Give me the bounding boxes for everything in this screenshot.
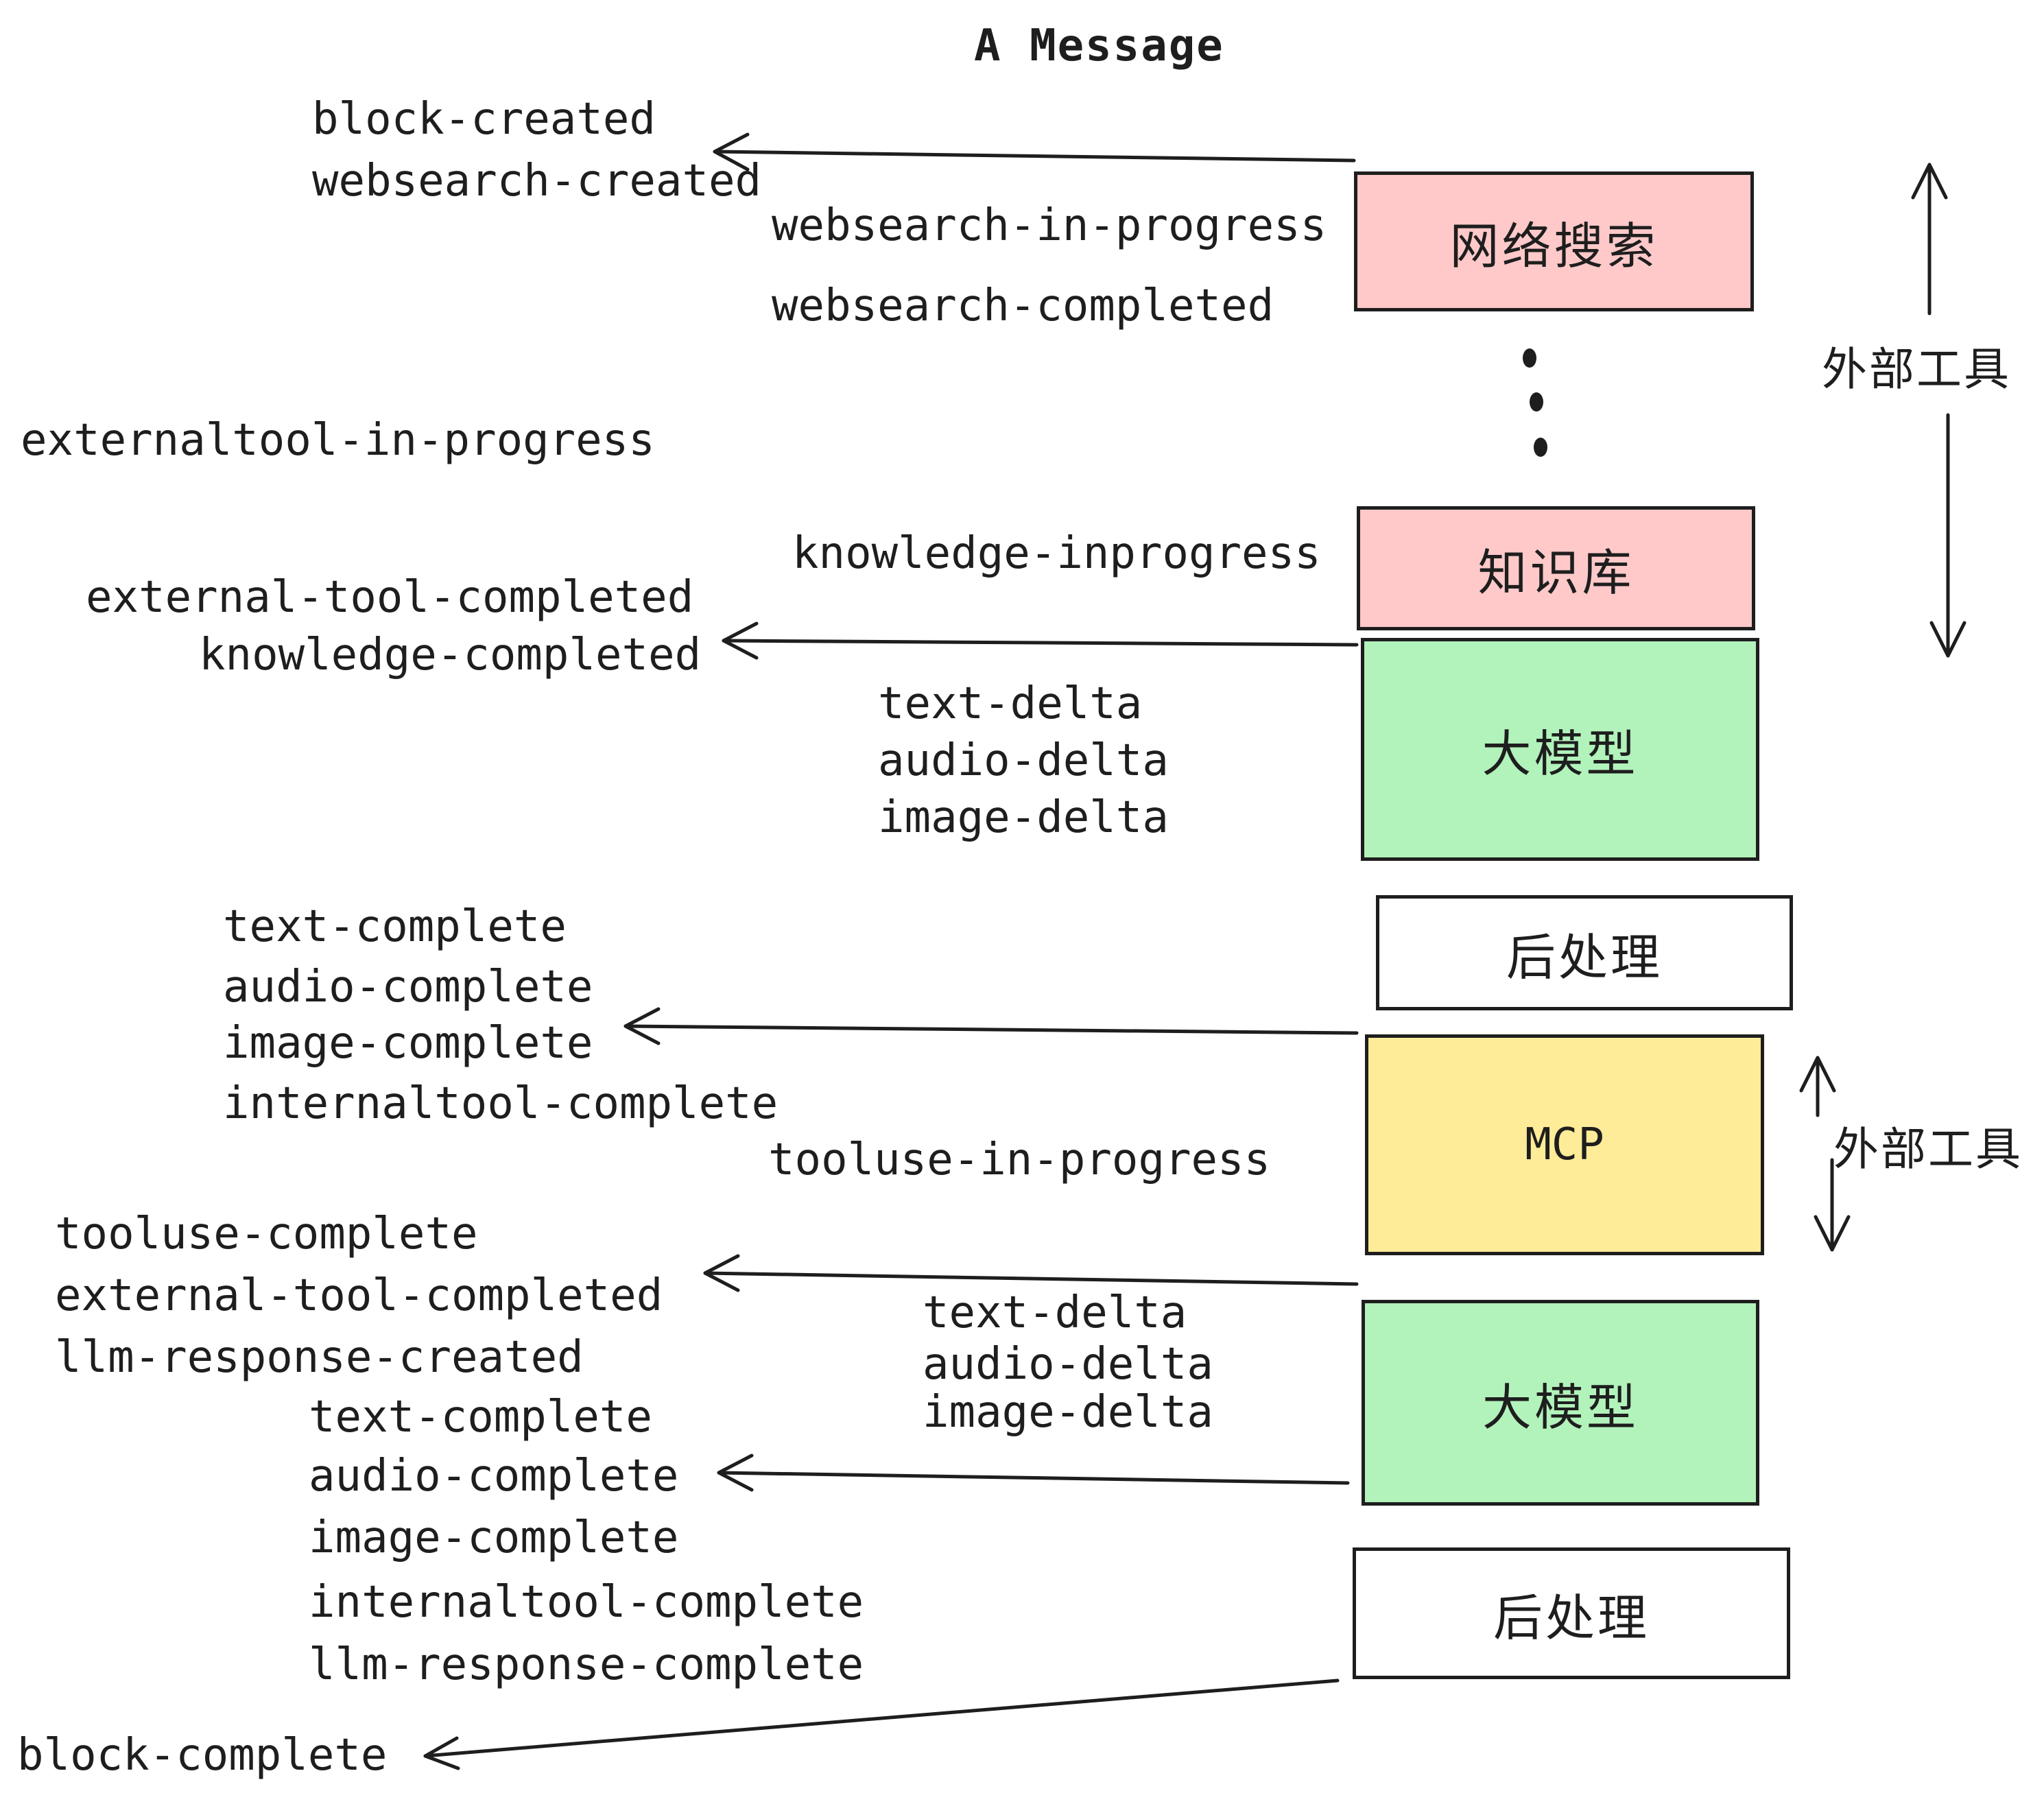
arrow-mcp-to-tooluse-complete <box>703 1254 1359 1292</box>
event-image-complete: image-complete <box>223 1018 593 1069</box>
arrow-knowledge-to-knowledge-completed <box>722 621 1359 660</box>
node-mcp-label: MCP <box>1525 1119 1604 1170</box>
event-text-delta: text-delta <box>878 678 1143 729</box>
event-websearch-completed: websearch-completed <box>772 281 1274 331</box>
event-websearch-in-progress: websearch-in-progress <box>772 200 1327 251</box>
event-audio-delta: audio-delta <box>878 735 1169 786</box>
arrow-external-tools-1-up <box>1911 163 1948 316</box>
event-block-complete: block-complete <box>17 1730 388 1781</box>
node-postprocess-1: 后处理 <box>1376 895 1793 1010</box>
event-image-delta: image-delta <box>878 792 1169 843</box>
event-image-delta-2: image-delta <box>923 1387 1213 1438</box>
arrow-external-tools-2-up <box>1799 1056 1836 1117</box>
node-knowledge-base: 知识库 <box>1357 506 1755 630</box>
node-websearch-label: 网络搜索 <box>1449 217 1659 275</box>
event-text-complete-2: text-complete <box>309 1392 652 1443</box>
node-llm-1: 大模型 <box>1361 638 1759 861</box>
arrow-postprocess2-to-block-complete <box>423 1678 1340 1770</box>
event-websearch-created: websearch-created <box>312 156 762 206</box>
event-text-complete: text-complete <box>223 901 567 952</box>
event-external-tool-completed-2: external-tool-completed <box>55 1270 663 1321</box>
arrow-llm2-to-audio-complete <box>717 1453 1350 1492</box>
event-internaltool-complete: internaltool-complete <box>223 1078 779 1129</box>
event-text-delta-2: text-delta <box>923 1287 1187 1338</box>
diagram-title: A Message <box>974 21 1224 71</box>
event-llm-response-complete: llm-response-complete <box>309 1639 864 1690</box>
vertical-ellipsis-icon <box>1523 348 1547 457</box>
event-audio-complete: audio-complete <box>223 962 593 1012</box>
event-external-tool-completed: external-tool-completed <box>86 572 694 623</box>
event-llm-response-created: llm-response-created <box>55 1332 584 1383</box>
event-internaltool-complete-2: internaltool-complete <box>309 1577 864 1628</box>
node-mcp: MCP <box>1365 1034 1764 1255</box>
arrow-external-tools-1-down <box>1929 413 1966 658</box>
event-tooluse-complete: tooluse-complete <box>55 1209 478 1259</box>
event-tooluse-in-progress: tooluse-in-progress <box>768 1135 1271 1185</box>
group-label-external-tools-1: 外部工具 <box>1822 343 2011 396</box>
node-knowledge-base-label: 知识库 <box>1477 544 1635 602</box>
node-postprocess-1-label: 后处理 <box>1506 928 1663 986</box>
event-image-complete-2: image-complete <box>309 1512 679 1563</box>
event-externaltool-in-progress: externaltool-in-progress <box>21 415 655 466</box>
event-audio-delta-2: audio-delta <box>923 1339 1213 1390</box>
group-label-external-tools-2: 外部工具 <box>1833 1123 2023 1176</box>
node-llm-2: 大模型 <box>1362 1300 1759 1506</box>
event-audio-complete-2: audio-complete <box>309 1451 679 1502</box>
event-knowledge-inprogress: knowledge-inprogress <box>792 528 1321 579</box>
node-llm-2-label: 大模型 <box>1482 1378 1639 1436</box>
arrow-postprocess1-to-image-complete <box>623 1007 1359 1045</box>
node-postprocess-2-label: 后处理 <box>1493 1589 1650 1647</box>
event-knowledge-completed: knowledge-completed <box>199 630 702 680</box>
node-llm-1-label: 大模型 <box>1482 725 1639 783</box>
arrow-websearch-to-block-created <box>713 132 1356 171</box>
event-block-created: block-created <box>312 94 656 145</box>
node-postprocess-2: 后处理 <box>1353 1547 1790 1679</box>
node-websearch: 网络搜索 <box>1354 171 1754 311</box>
